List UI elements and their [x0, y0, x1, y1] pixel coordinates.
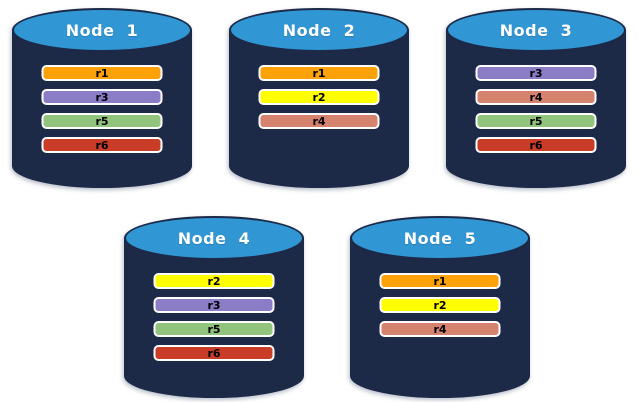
- node-3: Node 3 r3 r4 r5 r6: [446, 8, 626, 188]
- replica-list: r2 r3 r5 r6: [153, 273, 275, 361]
- cylinder-top: Node 2: [229, 8, 409, 52]
- cylinder-body: [229, 30, 409, 188]
- cylinder-body: [350, 238, 530, 398]
- node-title: Node 5: [403, 228, 477, 248]
- replica-bar-r3: r3: [153, 297, 275, 313]
- replica-list: r1 r2 r4: [379, 273, 501, 337]
- cylinder-top: Node 3: [446, 8, 626, 52]
- replica-bar-r1: r1: [258, 65, 380, 81]
- replica-bar-r4: r4: [258, 113, 380, 129]
- cylinder-top: Node 1: [12, 8, 192, 52]
- replica-bar-r2: r2: [153, 273, 275, 289]
- node-title: Node 1: [65, 20, 139, 40]
- cylinder-top: Node 5: [350, 216, 530, 260]
- replica-list: r3 r4 r5 r6: [475, 65, 597, 153]
- replica-bar-r6: r6: [153, 345, 275, 361]
- node-1: Node 1 r1 r3 r5 r6: [12, 8, 192, 188]
- cylinder-body: [124, 238, 304, 398]
- replica-bar-r1: r1: [41, 65, 163, 81]
- replica-list: r1 r3 r5 r6: [41, 65, 163, 153]
- node-4: Node 4 r2 r3 r5 r6: [124, 216, 304, 398]
- replica-bar-r3: r3: [41, 89, 163, 105]
- replica-bar-r1: r1: [379, 273, 501, 289]
- replica-bar-r6: r6: [41, 137, 163, 153]
- node-title: Node 2: [282, 20, 356, 40]
- replica-list: r1 r2 r4: [258, 65, 380, 129]
- cylinder-body: [446, 30, 626, 188]
- replica-bar-r6: r6: [475, 137, 597, 153]
- cylinder-top: Node 4: [124, 216, 304, 260]
- replica-bar-r3: r3: [475, 65, 597, 81]
- replica-bar-r5: r5: [153, 321, 275, 337]
- node-title: Node 4: [177, 228, 251, 248]
- replica-bar-r4: r4: [379, 321, 501, 337]
- node-2: Node 2 r1 r2 r4: [229, 8, 409, 188]
- cylinder-body: [12, 30, 192, 188]
- replica-bar-r2: r2: [379, 297, 501, 313]
- replica-bar-r5: r5: [475, 113, 597, 129]
- replica-bar-r5: r5: [41, 113, 163, 129]
- node-5: Node 5 r1 r2 r4: [350, 216, 530, 398]
- node-title: Node 3: [499, 20, 573, 40]
- replica-bar-r4: r4: [475, 89, 597, 105]
- replica-bar-r2: r2: [258, 89, 380, 105]
